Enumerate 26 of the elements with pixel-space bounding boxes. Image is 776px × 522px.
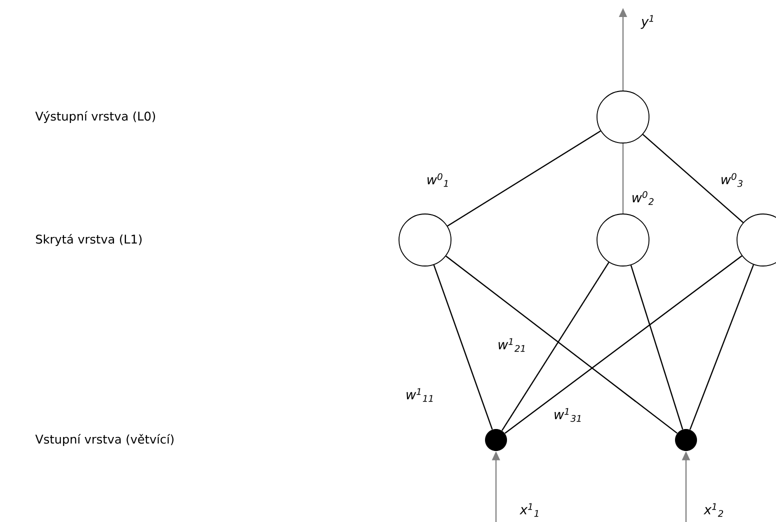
connection-line <box>622 143 624 214</box>
layer-label: Vstupní vrstva (větvící) <box>35 434 174 446</box>
neuron-circle <box>398 214 452 266</box>
edge-label: w$^{1}$11 <box>406 388 433 402</box>
connection-line <box>433 264 493 430</box>
neuron-circle <box>596 214 650 266</box>
connection-line <box>447 130 601 227</box>
connection-line <box>689 264 754 430</box>
edge-label: w$^{0}$1 <box>428 173 448 187</box>
edge-label: x$^{1}$2 <box>704 503 724 517</box>
layer-label: Skrytá vrstva (L1) <box>36 234 142 246</box>
neuron-circle <box>596 90 650 144</box>
connection-line <box>446 256 678 434</box>
edge-label: x$^{1}$1 <box>520 503 538 517</box>
edge-label: w$^{1}$21 <box>498 338 525 352</box>
connection-line <box>504 255 742 434</box>
edge-label: w$^{0}$3 <box>722 173 743 187</box>
input-dot <box>485 429 507 451</box>
input-dot <box>675 429 697 451</box>
connection-line <box>642 134 744 223</box>
edge-label: w$^{0}$2 <box>632 191 654 205</box>
connection-line <box>630 265 684 430</box>
layer-label: Výstupní vrstva (L0) <box>35 110 156 124</box>
connection-line <box>502 262 610 431</box>
edge-label: y$^{1}$ <box>640 15 654 29</box>
edge-label: w$^{1}$31 <box>554 408 581 422</box>
